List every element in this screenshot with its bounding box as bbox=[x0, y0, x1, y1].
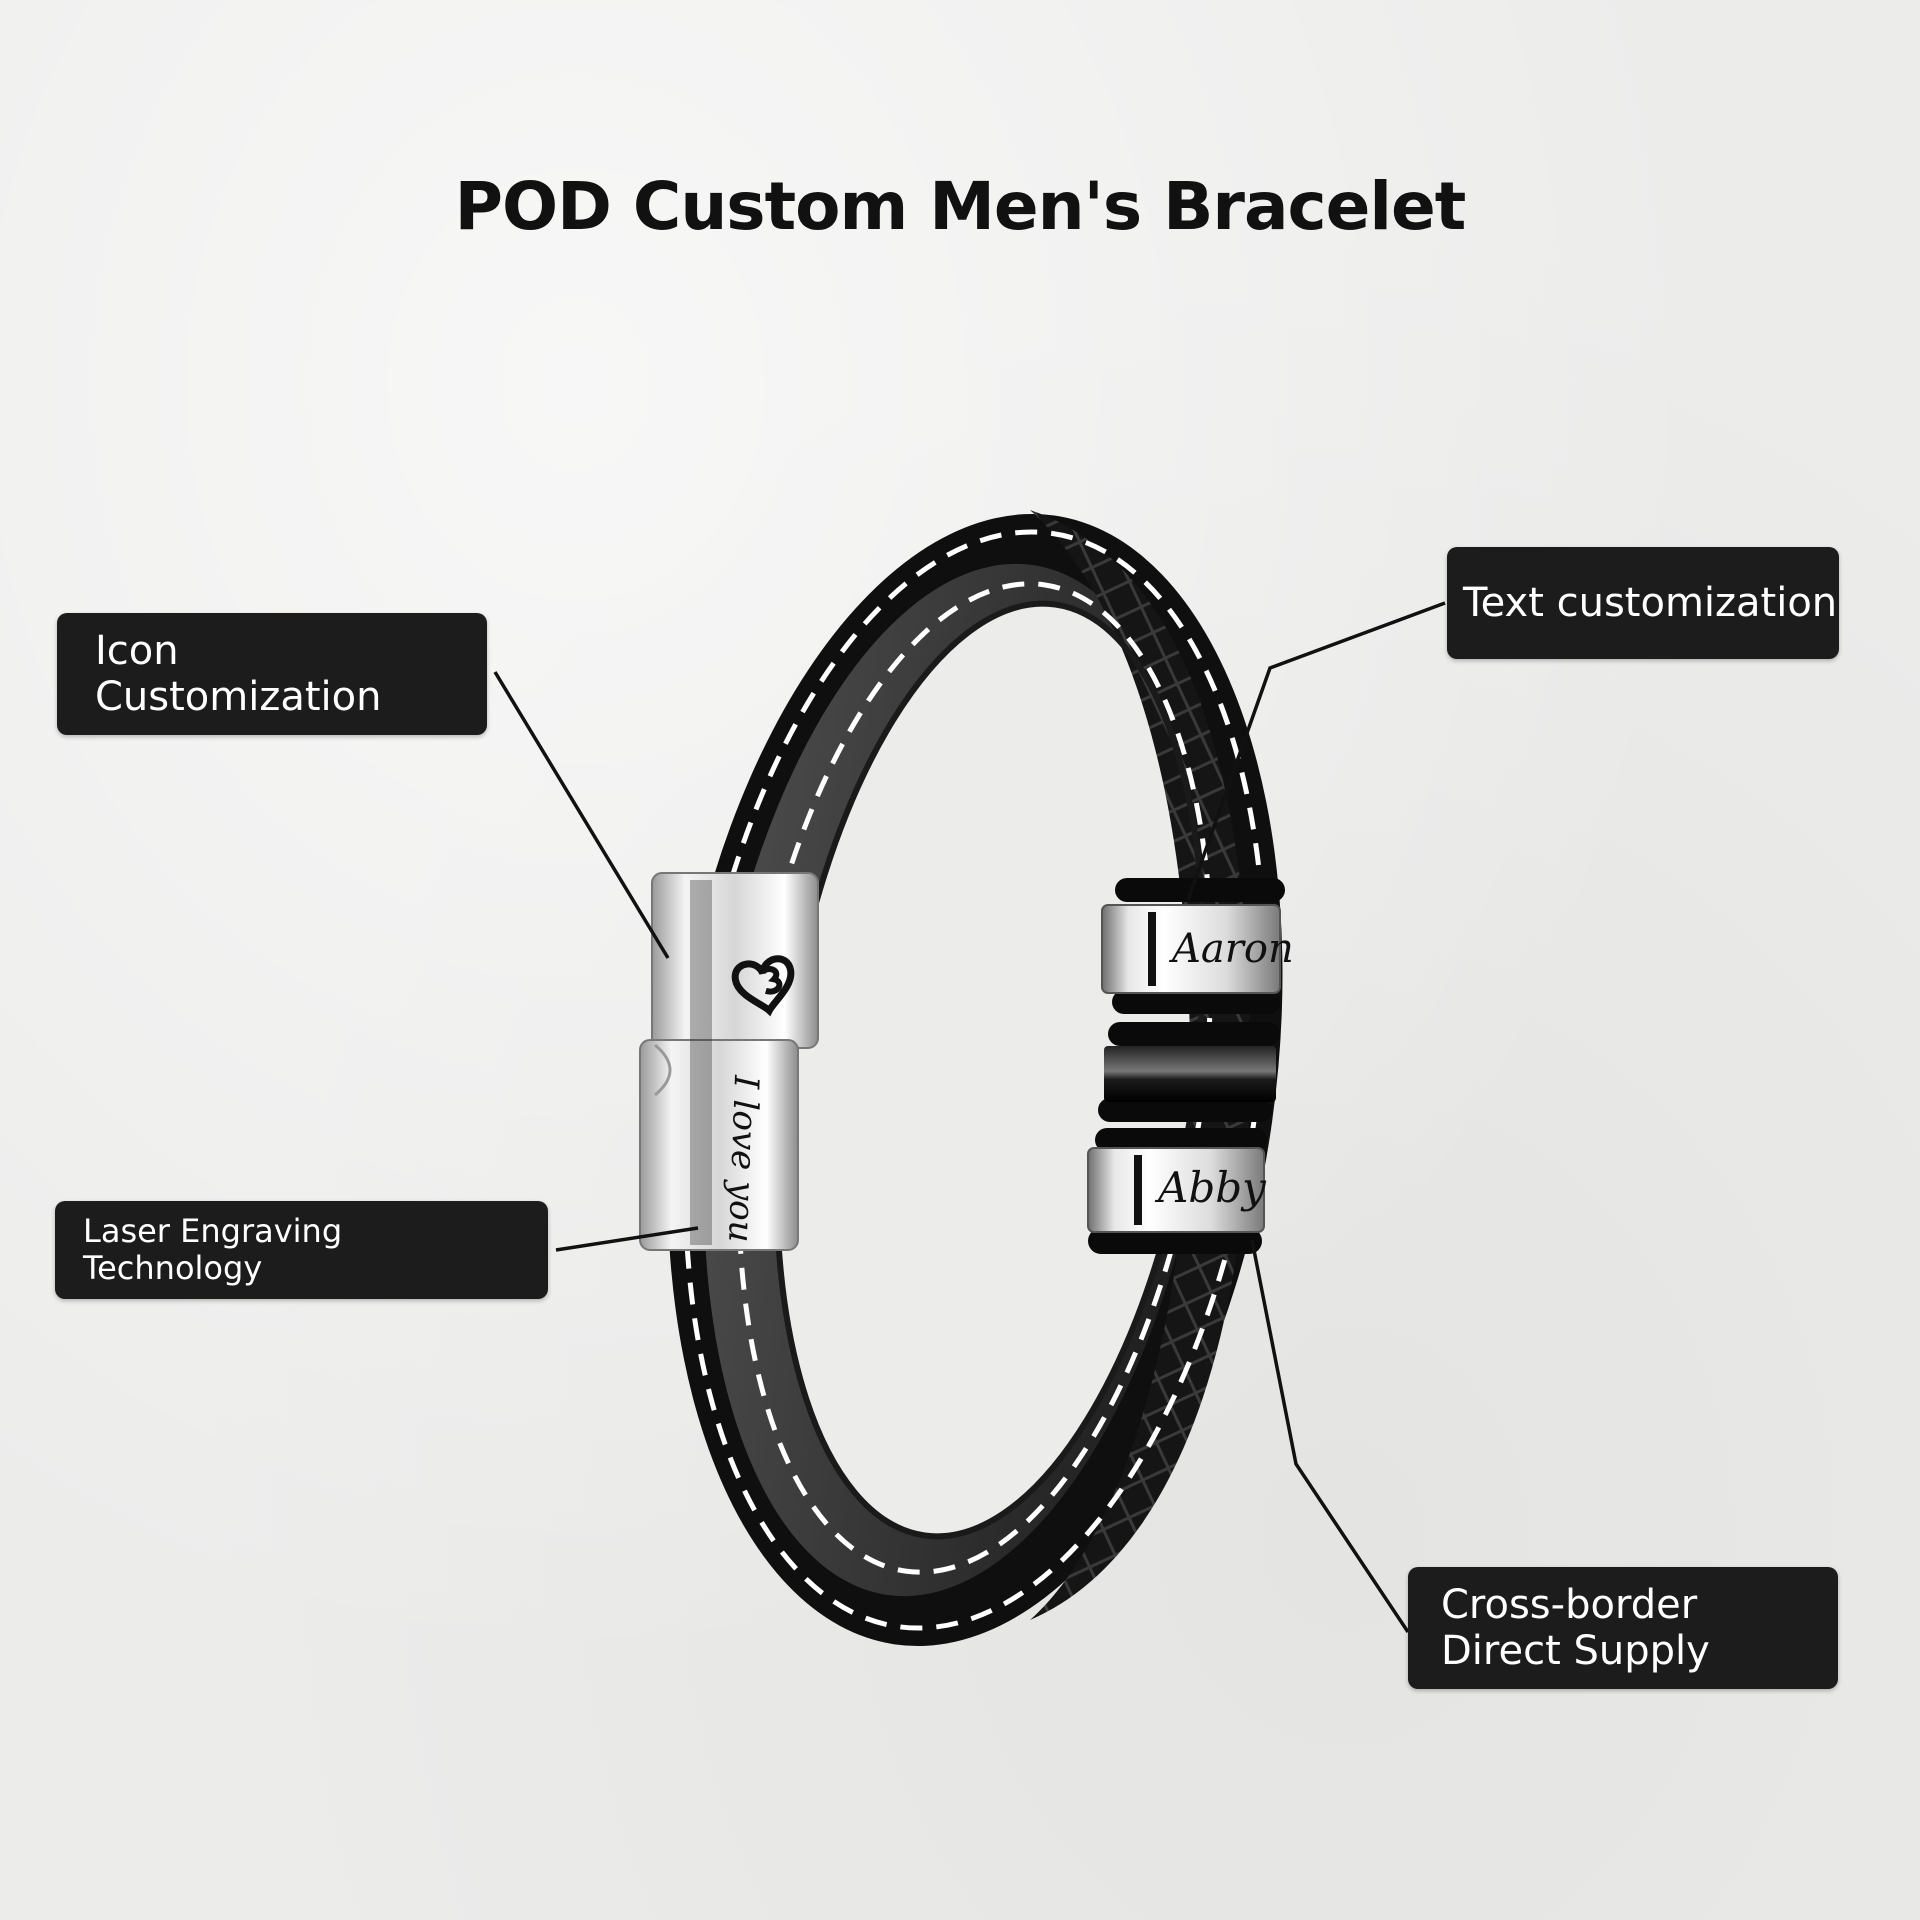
bead-aaron: Aaron bbox=[1101, 904, 1294, 994]
callout-icon-line1: Icon bbox=[95, 628, 179, 674]
callout-text-line1: Text customization bbox=[1463, 580, 1838, 626]
callout-cross-border: Cross-border Direct Supply bbox=[1408, 1567, 1838, 1689]
leader-line-text bbox=[1186, 601, 1446, 901]
bead-black bbox=[1104, 1046, 1276, 1102]
leather-band bbox=[667, 510, 1283, 1646]
callout-icon-customization: Icon Customization bbox=[57, 613, 487, 735]
leader-line-cross bbox=[1250, 1239, 1410, 1633]
callout-laser-line1: Laser Engraving bbox=[83, 1212, 343, 1250]
callout-cross-line1: Cross-border bbox=[1441, 1582, 1698, 1628]
callout-cross-line2: Direct Supply bbox=[1441, 1628, 1710, 1674]
bead-stack: Aaron Abby bbox=[1087, 878, 1294, 1254]
heart-engraving-icon bbox=[731, 955, 795, 1017]
bead-engraving-top: Aaron bbox=[1168, 926, 1294, 972]
bead-abby: Abby bbox=[1087, 1147, 1267, 1233]
page-title: POD Custom Men's Bracelet bbox=[454, 168, 1467, 245]
steel-clasp: I love you bbox=[639, 872, 819, 1251]
callout-icon-line2: Customization bbox=[95, 674, 382, 720]
callout-text-customization: Text customization bbox=[1447, 547, 1839, 659]
bead-engraving-bottom: Abby bbox=[1154, 1163, 1267, 1212]
clasp-engraving-text: I love you bbox=[720, 1074, 766, 1244]
callout-leader-lines bbox=[493, 601, 1446, 1633]
leader-line-icon bbox=[493, 671, 670, 959]
leader-line-laser bbox=[555, 1226, 699, 1252]
callout-laser-engraving: Laser Engraving Technology bbox=[55, 1201, 548, 1299]
callout-laser-line2: Technology bbox=[83, 1249, 263, 1287]
